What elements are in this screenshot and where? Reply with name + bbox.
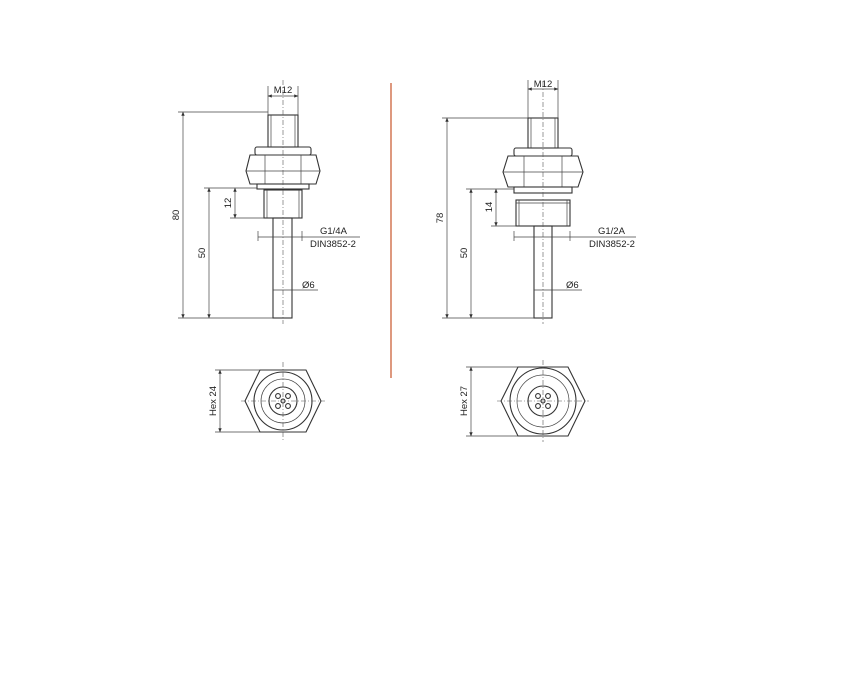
right-height-total-label: 78 <box>435 213 446 224</box>
right-hex-label: Hex 27 <box>459 386 470 416</box>
left-height-thread-label: 12 <box>223 198 234 209</box>
right-thread-standard-label: DIN3852-2 <box>589 239 635 250</box>
right-m12-label: M12 <box>534 79 552 90</box>
left-sensor-top-view <box>215 362 325 440</box>
right-height-thread-label: 14 <box>484 202 495 213</box>
right-probe-diameter-label: Ø6 <box>566 280 579 291</box>
right-height-probe-label: 50 <box>459 248 470 259</box>
left-thread-main-label: G1/4A <box>320 226 348 237</box>
right-sensor-top-view <box>466 360 589 442</box>
left-height-total-label: 80 <box>171 210 182 221</box>
left-sensor-side-view <box>178 80 360 324</box>
right-thread-main-label: G1/2A <box>598 226 626 237</box>
left-height-probe-label: 50 <box>197 248 208 259</box>
left-probe-diameter-label: Ø6 <box>302 280 315 291</box>
left-hex-label: Hex 24 <box>208 386 219 416</box>
right-sensor-side-view <box>442 80 636 324</box>
left-m12-label: M12 <box>274 85 292 96</box>
left-thread-standard-label: DIN3852-2 <box>310 239 356 250</box>
